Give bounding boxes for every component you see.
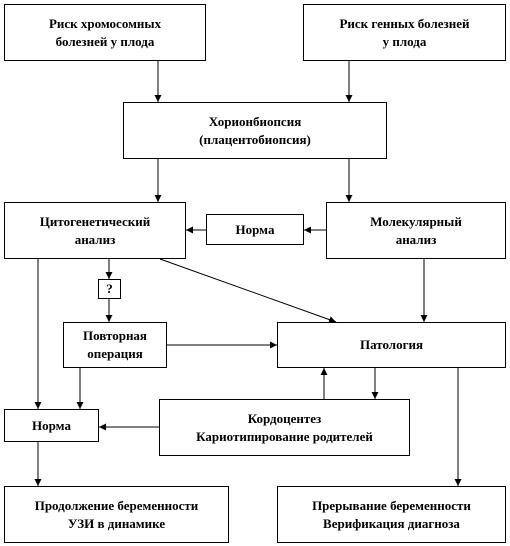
node-label: Риск генных болезней xyxy=(339,15,470,31)
node-label: болезней у плода xyxy=(55,33,155,49)
node-label: Кордоцентез xyxy=(247,410,322,426)
node-chorion-biopsy: Хорионбиопсия (плацентобиопсия) xyxy=(123,102,387,159)
node-cytogenetic-analysis: Цитогенетический анализ xyxy=(4,202,186,259)
node-terminate-pregnancy: Прерывание беременности Верификация диаг… xyxy=(277,486,506,543)
node-continue-pregnancy: Продолжение беременности УЗИ в динамике xyxy=(4,486,229,543)
node-norm-bottom: Норма xyxy=(4,409,99,442)
node-label: Патология xyxy=(359,337,424,352)
node-label: анализ xyxy=(395,231,437,247)
node-label: Норма xyxy=(32,417,71,433)
node-label: Прерывание беременности xyxy=(312,497,471,513)
node-chromosomal-risk: Риск хромосомных болезней у плода xyxy=(4,4,206,61)
node-label: операция xyxy=(87,346,143,361)
node-pathology: Патология xyxy=(277,322,506,368)
node-label: Продолжение беременности xyxy=(34,497,199,513)
node-label: у плода xyxy=(382,33,427,49)
node-label: Хорионбиопсия xyxy=(208,113,302,129)
node-label: Верификация диагноза xyxy=(323,515,460,531)
node-label: Молекулярный xyxy=(370,213,462,229)
node-question: ? xyxy=(98,279,121,299)
node-label: Кариотипирование родителей xyxy=(196,428,373,444)
node-gene-risk: Риск генных болезней у плода xyxy=(303,4,506,61)
node-label: УЗИ в динамике xyxy=(67,515,166,531)
node-molecular-analysis: Молекулярный анализ xyxy=(326,202,506,259)
node-label: Норма xyxy=(235,221,275,237)
node-label: Цитогенетический xyxy=(39,213,151,229)
node-repeat-operation: Повторная операция xyxy=(63,322,167,368)
node-label: (плацентобиопсия) xyxy=(199,131,311,147)
node-norm-middle: Норма xyxy=(206,214,304,245)
node-cordocentesis: Кордоцентез Кариотипирование родителей xyxy=(159,399,410,456)
node-label: Повторная xyxy=(83,328,147,343)
node-label: ? xyxy=(106,281,113,296)
node-label: анализ xyxy=(74,231,116,247)
node-label: Риск хромосомных xyxy=(48,15,162,31)
edge-cytogenetic-to-pathology xyxy=(159,258,337,323)
